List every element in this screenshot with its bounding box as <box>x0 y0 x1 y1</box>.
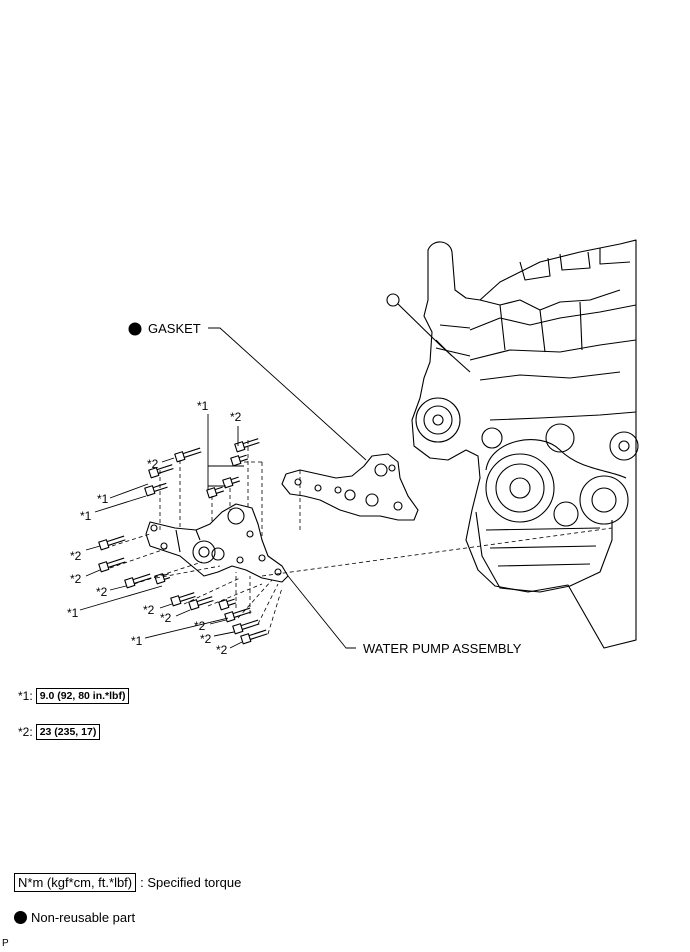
water-pump-illustration <box>145 503 289 583</box>
bolt-label: *2 <box>160 611 172 625</box>
torque-unit-box: N*m (kgf*cm, ft.*lbf) <box>14 873 137 892</box>
bolt-label: *2 <box>230 410 242 424</box>
bolt-label: *1 <box>97 492 109 506</box>
bolt-label: *1 <box>80 509 92 523</box>
torque-value: 23 (235, 17) <box>35 724 101 740</box>
bolt-label: *2 <box>200 632 212 646</box>
torque-legend-text: : Specified torque <box>140 875 242 890</box>
bolt-label: *2 <box>194 619 206 633</box>
bolt-label: *2 <box>216 643 228 657</box>
torque-legend: N*m (kgf*cm, ft.*lbf) : Specified torque <box>14 873 241 892</box>
water-pump-label: WATER PUMP ASSEMBLY <box>363 641 522 656</box>
alignment-lines <box>109 440 613 635</box>
engine-block-illustration <box>386 239 639 649</box>
label-leaders <box>79 327 367 649</box>
filled-circle-icon <box>128 322 142 336</box>
bolt-label: *2 <box>143 603 155 617</box>
bolt-label: *1 <box>131 634 143 648</box>
torque-spec-2: *2: 23 (235, 17) <box>18 724 101 740</box>
corner-mark: P <box>2 938 9 949</box>
bolt-set <box>98 438 268 645</box>
torque-key: *2: <box>18 725 33 739</box>
nonreusable-legend: Non-reusable part <box>14 910 135 925</box>
nonreusable-legend-text: Non-reusable part <box>31 910 136 925</box>
bolt-label: *2 <box>70 572 82 586</box>
torque-value: 9.0 (92, 80 in.*lbf) <box>35 688 130 704</box>
torque-key: *1: <box>18 689 33 703</box>
bolt-label: *2 <box>70 549 82 563</box>
bolt-label: *2 <box>96 585 108 599</box>
gasket-label: GASKET <box>148 321 201 336</box>
bolt-label: *2 <box>147 457 159 471</box>
gasket-illustration <box>281 453 419 521</box>
bolt-label: *1 <box>197 399 209 413</box>
filled-circle-icon <box>14 911 27 924</box>
torque-spec-1: *1: 9.0 (92, 80 in.*lbf) <box>18 688 130 704</box>
bolt-label: *1 <box>67 606 79 620</box>
